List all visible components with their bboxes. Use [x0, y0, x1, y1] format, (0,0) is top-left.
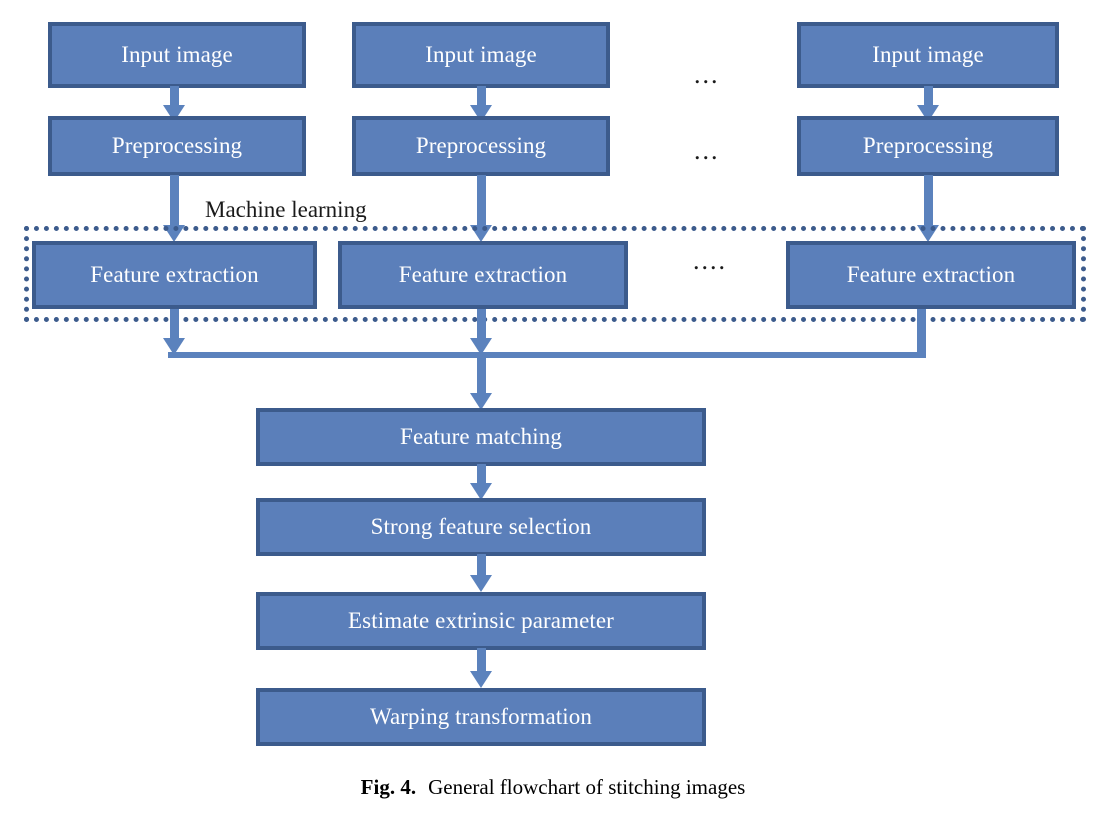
node-label: Input image [425, 42, 537, 68]
ellipsis-row-feature-extraction: .... [693, 248, 727, 274]
connector-merge-bus [168, 352, 926, 358]
node-label: Input image [121, 42, 233, 68]
node-preprocessing-n[interactable]: Preprocessing [797, 116, 1059, 176]
arrow-feat1-to-bus [163, 309, 185, 355]
node-warping-transformation[interactable]: Warping transformation [256, 688, 706, 746]
ellipsis-text: .... [693, 246, 727, 275]
node-estimate-extrinsic-parameter[interactable]: Estimate extrinsic parameter [256, 592, 706, 650]
node-input-image-n[interactable]: Input image [797, 22, 1059, 88]
node-label: Warping transformation [370, 704, 592, 730]
arrow-shaft [476, 86, 486, 108]
arrow-shaft [923, 175, 933, 227]
machine-learning-region [24, 226, 1086, 322]
arrow-matching-to-selection [470, 464, 492, 500]
node-label: Feature extraction [90, 262, 259, 288]
connector-featn-drop [917, 309, 926, 358]
node-label: Feature extraction [398, 262, 568, 288]
arrow-bus-to-feature-matching [470, 352, 492, 410]
arrow-head [470, 393, 492, 410]
arrow-shaft [169, 86, 179, 108]
node-feature-extraction-2[interactable]: Feature extraction [338, 241, 628, 309]
arrow-head [163, 338, 185, 355]
arrow-shaft [476, 309, 486, 339]
node-preprocessing-1[interactable]: Preprocessing [48, 116, 306, 176]
arrow-shaft [476, 554, 486, 578]
arrow-head [470, 671, 492, 688]
arrow-shaft [923, 86, 933, 108]
arrow-shaft [476, 175, 486, 227]
node-input-image-2[interactable]: Input image [352, 22, 610, 88]
arrow-feat2-to-bus [470, 309, 492, 355]
node-feature-extraction-n[interactable]: Feature extraction [786, 241, 1076, 309]
node-input-image-1[interactable]: Input image [48, 22, 306, 88]
node-label: Preprocessing [415, 133, 547, 159]
node-feature-extraction-1[interactable]: Feature extraction [32, 241, 317, 309]
arrow-head [470, 575, 492, 592]
figure-caption-text: General flowchart of stitching images [428, 775, 746, 799]
node-label: Preprocessing [862, 133, 994, 159]
node-label: Feature matching [400, 424, 562, 450]
arrow-shaft [169, 309, 179, 339]
node-label: Preprocessing [111, 133, 243, 159]
figure-caption: Fig. 4. General flowchart of stitching im… [0, 775, 1106, 800]
figure-caption-label: Fig. 4. [360, 775, 417, 799]
ellipsis-row-input: ... [694, 62, 720, 88]
ellipsis-text: ... [694, 60, 720, 89]
arrow-head [470, 483, 492, 500]
group-label-text: Machine learning [205, 197, 367, 222]
arrow-shaft [169, 175, 179, 227]
arrow-estimate-to-warping [470, 648, 492, 688]
ellipsis-text: ... [694, 136, 720, 165]
node-label: Strong feature selection [370, 514, 592, 540]
node-label: Input image [872, 42, 984, 68]
node-label: Feature extraction [846, 262, 1016, 288]
ellipsis-row-preprocessing: ... [694, 138, 720, 164]
arrow-shaft [476, 352, 486, 394]
node-strong-feature-selection[interactable]: Strong feature selection [256, 498, 706, 556]
arrow-selection-to-estimate [470, 554, 492, 592]
node-preprocessing-2[interactable]: Preprocessing [352, 116, 610, 176]
arrow-shaft [476, 464, 486, 486]
arrow-shaft [476, 648, 486, 674]
group-label-machine-learning: Machine learning [205, 198, 367, 221]
node-label: Estimate extrinsic parameter [348, 608, 614, 634]
node-feature-matching[interactable]: Feature matching [256, 408, 706, 466]
arrow-head [470, 338, 492, 355]
